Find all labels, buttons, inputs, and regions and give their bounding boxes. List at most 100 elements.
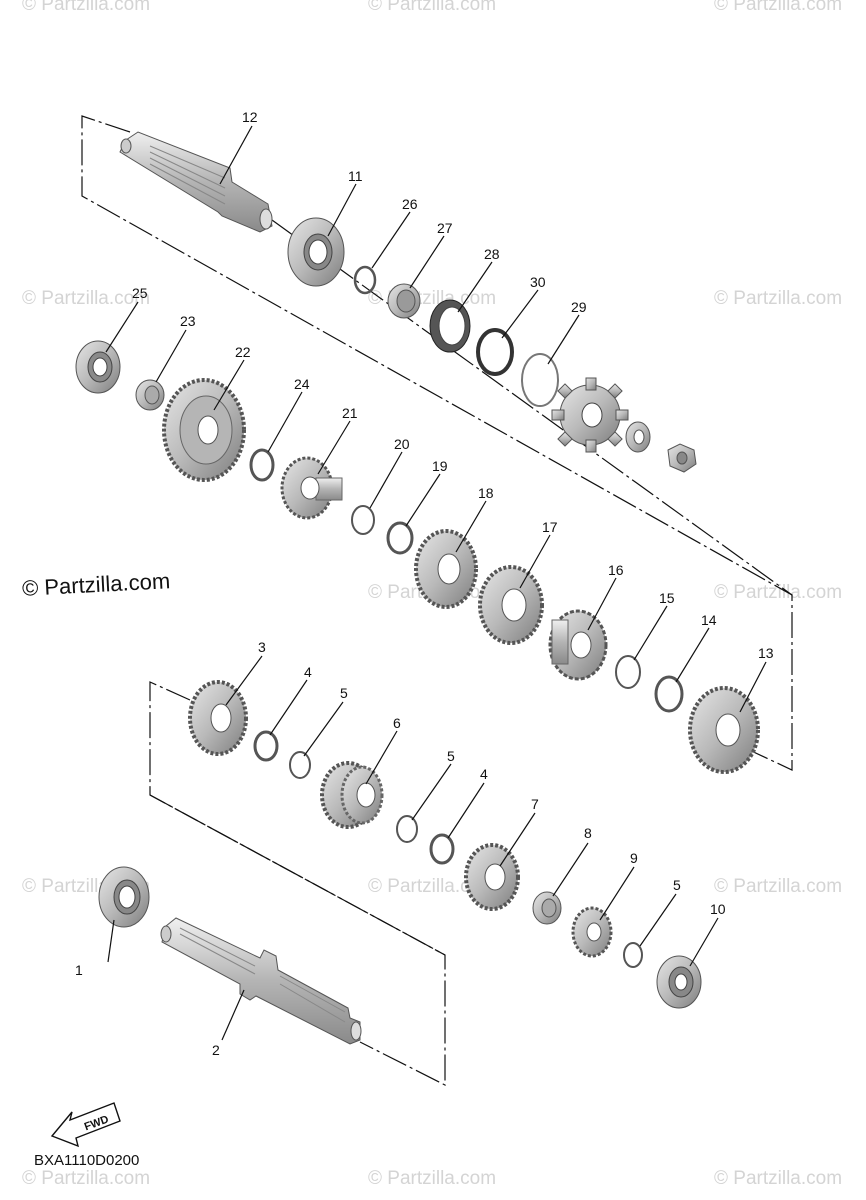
leader-line (455, 500, 487, 553)
watermark: © Partzilla.com (714, 1168, 843, 1189)
leader-line (411, 763, 452, 821)
upper-shaft-part-12[interactable] (119, 131, 273, 233)
leader-line (547, 314, 580, 365)
leader-line (371, 211, 411, 269)
circlip-part-5[interactable] (623, 942, 643, 968)
callout-5: 5 (340, 685, 348, 701)
washer-part-4[interactable] (429, 833, 455, 865)
leader-line (225, 655, 263, 706)
lower-assembly-outline (149, 681, 446, 1086)
circlip-part-26[interactable] (353, 265, 377, 295)
callout-11: 11 (348, 168, 363, 184)
watermark: © Partzilla.com (714, 876, 843, 897)
gear-part-17[interactable] (478, 565, 544, 645)
bearing-part-1[interactable] (98, 866, 150, 928)
watermark: © Partzilla.com (368, 1168, 497, 1189)
callout-8: 8 (584, 825, 592, 841)
callout-1: 1 (75, 962, 83, 978)
leader-line (499, 812, 536, 867)
leader-line (639, 893, 677, 947)
circlip-part-20[interactable] (351, 505, 375, 535)
leader-line (267, 391, 303, 453)
callout-9: 9 (630, 850, 638, 866)
callout-7: 7 (531, 796, 539, 812)
callout-23: 23 (180, 313, 196, 329)
sprocket-nut[interactable] (667, 443, 697, 473)
callout-14: 14 (701, 612, 717, 628)
leader-line (213, 359, 245, 411)
watermark: © Partzilla.com (22, 1168, 151, 1189)
callout-16: 16 (608, 562, 624, 578)
callout-18: 18 (478, 485, 494, 501)
callout-5: 5 (447, 748, 455, 764)
callout-6: 6 (393, 715, 401, 731)
leader-line (447, 782, 485, 839)
callout-29: 29 (571, 299, 587, 315)
leader-line (219, 125, 253, 185)
gear-part-21[interactable] (280, 456, 343, 520)
watermark: © Partzilla.com (368, 876, 497, 897)
watermark: © Partzilla.com (368, 0, 497, 15)
watermark: © Partzilla.com (714, 288, 843, 309)
washer-part-19[interactable] (386, 521, 414, 555)
gear-part-7[interactable] (464, 843, 520, 911)
circlip-part-29[interactable] (521, 353, 559, 407)
watermark: © Partzilla.com (714, 0, 843, 15)
leader-line (303, 701, 344, 757)
drive-sprocket[interactable] (551, 377, 629, 453)
circlip-part-15[interactable] (615, 655, 641, 689)
callout-15: 15 (659, 590, 675, 606)
forward-arrow-icon: FWD (50, 1102, 121, 1148)
callout-26: 26 (402, 196, 418, 212)
lock-washer[interactable] (625, 421, 651, 453)
needle-bearing-part-8[interactable] (532, 891, 562, 925)
leader-line (457, 261, 493, 313)
gear-part-9[interactable] (571, 906, 613, 958)
callout-19: 19 (432, 458, 448, 474)
leader-line (599, 866, 635, 921)
callout-2: 2 (212, 1042, 220, 1058)
gear-part-13[interactable] (688, 686, 760, 774)
callout-17: 17 (542, 519, 558, 535)
circlip-part-5[interactable] (396, 815, 418, 843)
bearing-part-11[interactable] (287, 217, 345, 287)
bearing-part-25[interactable] (75, 340, 121, 394)
gear-part-18[interactable] (414, 529, 478, 609)
circlip-part-5[interactable] (289, 751, 311, 779)
diagram-code: BXA1110D0200 (34, 1152, 140, 1169)
callout-27: 27 (437, 220, 453, 236)
leader-line (105, 301, 139, 353)
callout-22: 22 (235, 344, 251, 360)
leader-line (675, 627, 710, 683)
bearing-part-10[interactable] (656, 955, 702, 1009)
needle-bearing-part-23[interactable] (135, 379, 165, 411)
gear-part-3[interactable] (188, 680, 248, 756)
leader-line (327, 183, 357, 237)
lower-shaft-part-2[interactable] (160, 917, 362, 1045)
washer-part-4[interactable] (253, 730, 279, 762)
washer-part-24[interactable] (249, 448, 275, 482)
o-ring-part-30[interactable] (476, 328, 514, 376)
leader-line (155, 329, 187, 383)
leader-line (689, 917, 719, 967)
callout-21: 21 (342, 405, 358, 421)
gear-part-16[interactable] (548, 609, 608, 681)
callout-25: 25 (132, 285, 148, 301)
gear-part-6[interactable] (320, 761, 384, 829)
watermark: © Partzilla.com (22, 288, 151, 309)
gear-part-22[interactable] (162, 378, 246, 482)
watermark: © Partzilla.com (22, 0, 151, 15)
oil-seal-part-28[interactable] (429, 299, 471, 353)
leader-line (519, 534, 551, 589)
callout-12: 12 (242, 109, 258, 125)
leader-line (409, 235, 445, 289)
washer-part-14[interactable] (654, 675, 684, 713)
callout-4: 4 (304, 664, 312, 680)
collar-part-27[interactable] (387, 283, 421, 319)
callout-13: 13 (758, 645, 774, 661)
callout-24: 24 (294, 376, 310, 392)
callout-20: 20 (394, 436, 410, 452)
leader-line (269, 679, 308, 736)
leader-line (221, 989, 245, 1041)
